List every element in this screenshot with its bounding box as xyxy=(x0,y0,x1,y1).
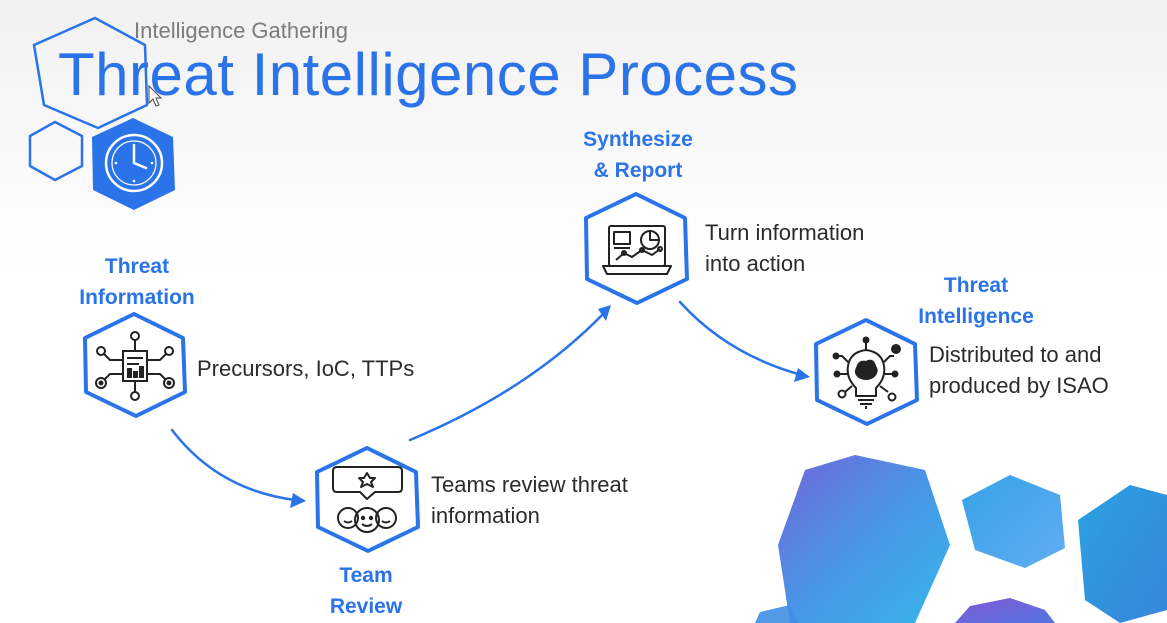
decor-photo-hexagon-large xyxy=(778,455,950,623)
decor-photo-hexagon-bottom xyxy=(955,598,1055,623)
mouse-cursor-icon xyxy=(148,84,163,107)
step-label-synthesize-report: Synthesize & Report xyxy=(572,124,704,186)
step-label-line: Intelligence xyxy=(918,305,1034,328)
step-hexagon-synthesize-report xyxy=(584,192,689,305)
decor-photo-hexagon-mid xyxy=(962,475,1065,568)
step-label-threat-intelligence: Threat Intelligence xyxy=(906,270,1046,332)
decor-hexagon-outline xyxy=(32,16,149,130)
arrow-heads xyxy=(290,305,810,508)
step-description-line: Precursors, IoC, TTPs xyxy=(197,356,415,381)
step-label-line: Review xyxy=(329,595,403,618)
step-label-threat-information: Threat Information xyxy=(74,251,200,313)
network-document-icon xyxy=(95,331,175,401)
step-description-threat-information: Precursors, IoC, TTPs xyxy=(197,353,414,384)
section-subtitle: Intelligence Gathering xyxy=(134,18,349,43)
step-description-synthesize-report: Turn information into action xyxy=(705,217,864,279)
step-description-line: Teams review threat xyxy=(431,472,628,497)
step-label-line: Team xyxy=(339,564,393,587)
decor-photo-hexagon-tiny xyxy=(755,605,798,623)
step-description-line: into action xyxy=(705,251,806,276)
step-description-threat-intelligence: Distributed to and produced by ISAO xyxy=(929,339,1109,401)
arrow-review-to-report xyxy=(408,310,607,442)
step-hexagon-team-review xyxy=(315,446,420,553)
step-label-line: Threat xyxy=(104,255,170,278)
arrowhead-info-to-review xyxy=(290,493,306,508)
step-label-line: & Report xyxy=(593,159,683,182)
arrow-report-to-intel xyxy=(678,300,804,377)
arrow-info-to-review xyxy=(170,428,297,502)
step-description-line: Turn information xyxy=(705,220,865,245)
step-label-team-review: Team Review xyxy=(310,560,422,622)
step-hexagon-threat-information xyxy=(83,312,187,418)
step-label-line: Synthesize xyxy=(583,128,693,151)
brain-lightbulb-icon xyxy=(832,336,901,409)
decor-hexagon-small xyxy=(28,120,84,182)
arrowhead-review-to-report xyxy=(598,305,611,321)
step-description-line: Distributed to and xyxy=(929,342,1102,367)
decor-photo-hexagon-right xyxy=(1078,485,1167,623)
step-label-line: Information xyxy=(79,286,195,309)
step-hexagon-threat-intelligence xyxy=(814,318,919,426)
flow-arrows xyxy=(170,300,804,502)
step-description-team-review: Teams review threat information xyxy=(431,469,628,531)
step-description-line: produced by ISAO xyxy=(929,373,1109,398)
clock-icon xyxy=(92,118,175,210)
step-description-line: information xyxy=(431,503,540,528)
team-discussion-icon xyxy=(332,466,403,533)
step-label-line: Threat xyxy=(943,274,1009,297)
page-title: Threat Intelligence Process xyxy=(58,41,799,108)
analytics-dashboard-icon xyxy=(602,225,672,275)
arrowhead-report-to-intel xyxy=(794,368,810,382)
